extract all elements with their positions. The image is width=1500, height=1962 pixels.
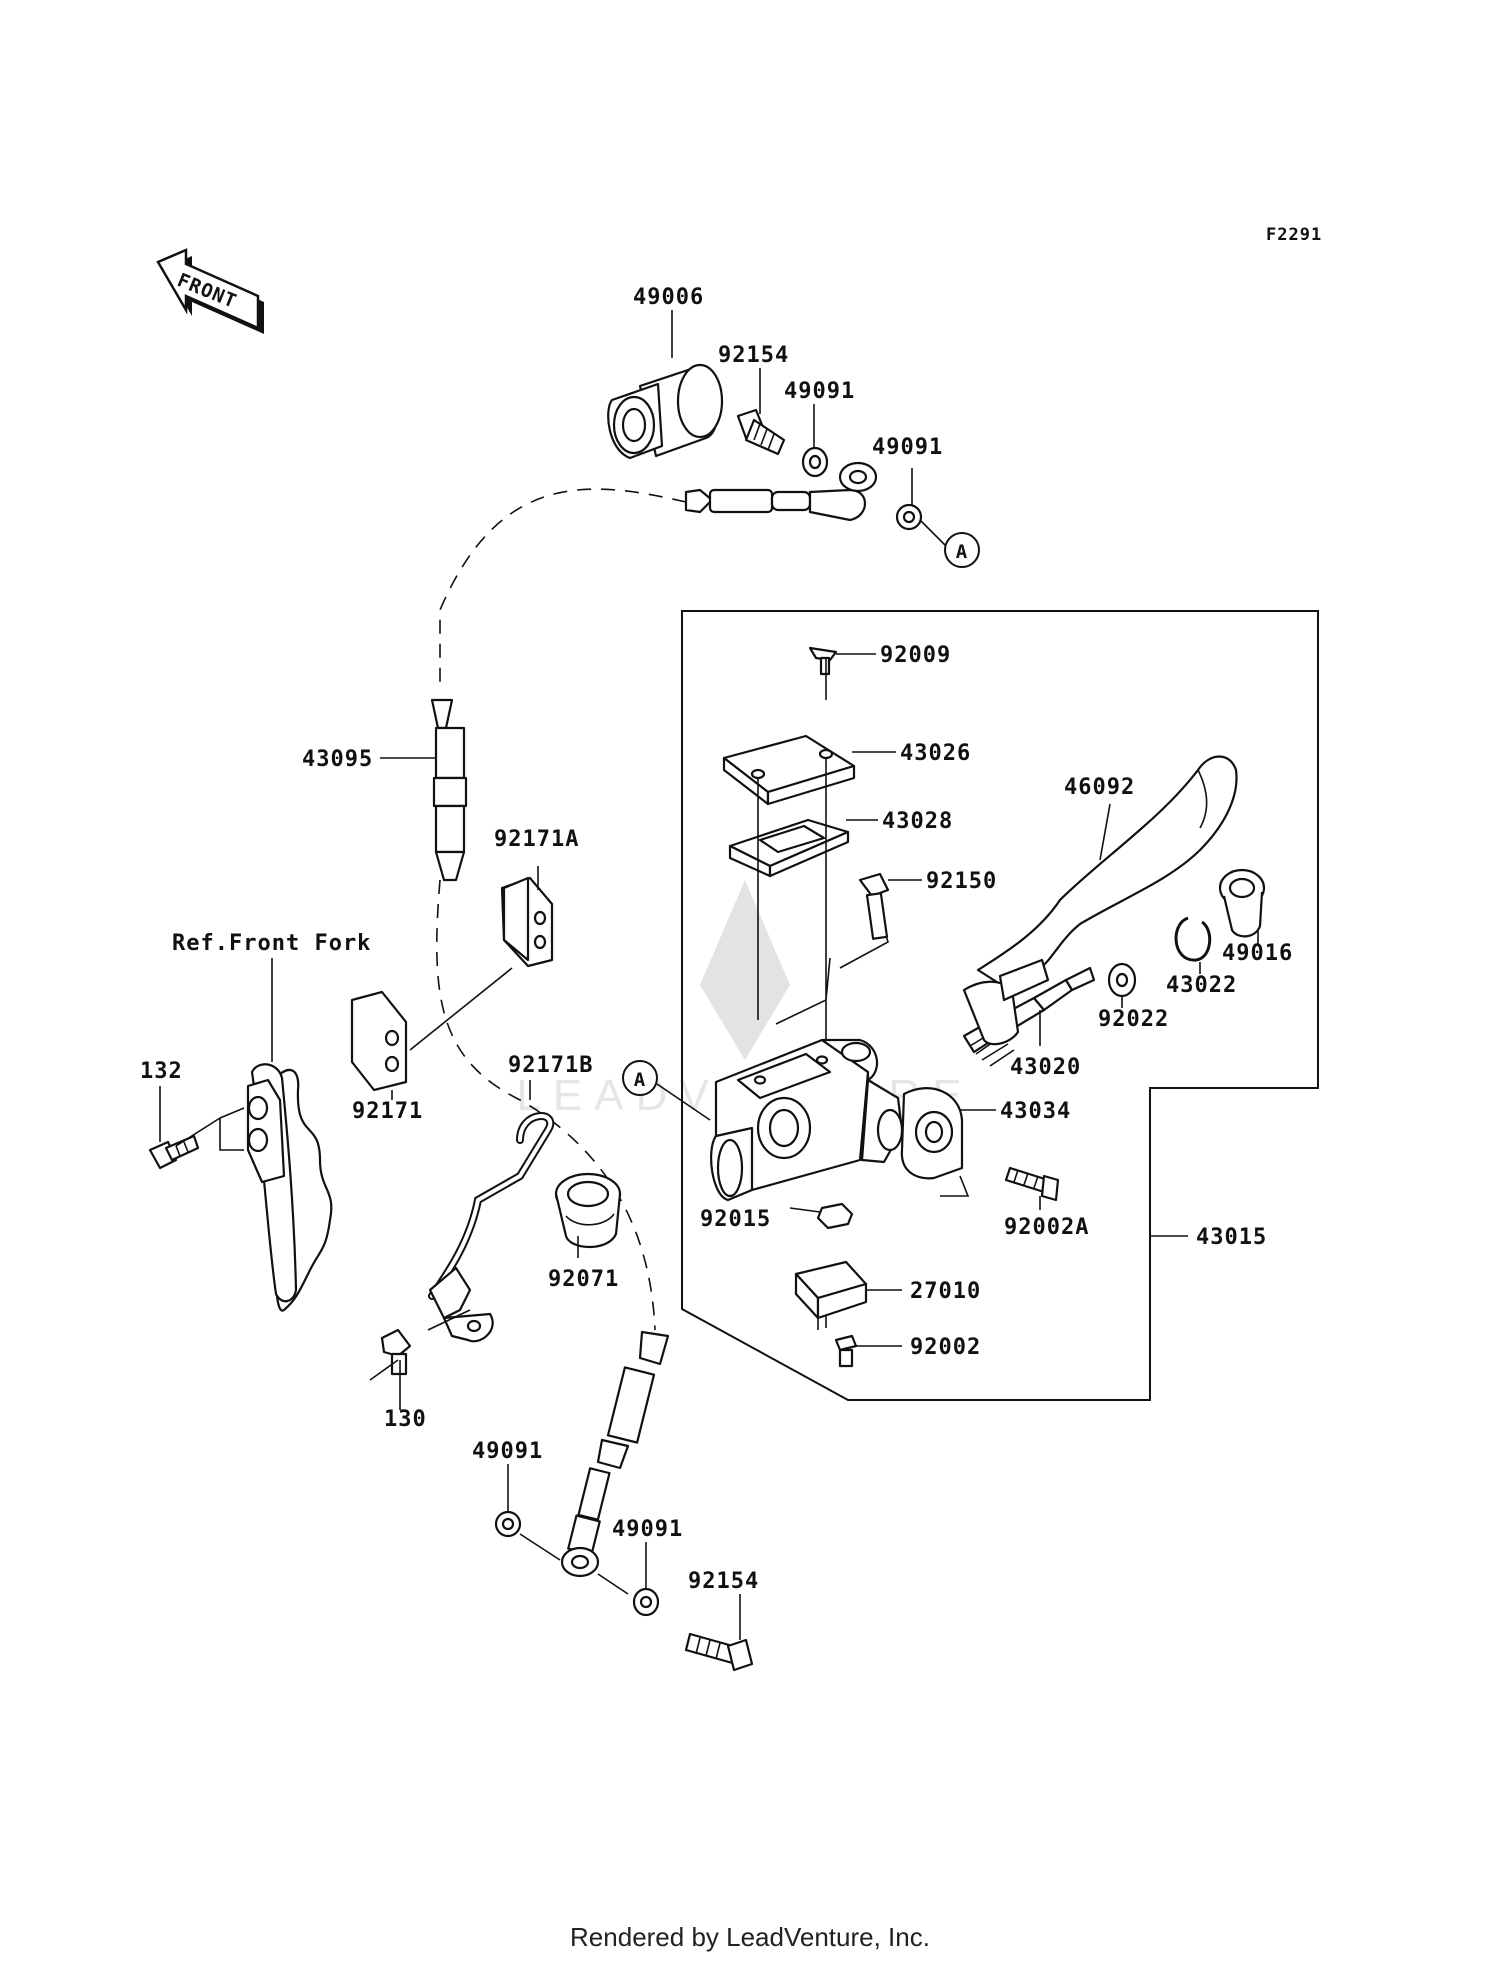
washer-top-2 xyxy=(895,503,923,531)
clamp-92171 xyxy=(350,990,408,1092)
callout-a-top: A xyxy=(919,519,980,568)
label-92154-bot: 92154 xyxy=(688,1569,759,1594)
label-92015: 92015 xyxy=(700,1207,771,1232)
clamp-43034 xyxy=(900,1087,964,1180)
washer-92022 xyxy=(1107,962,1137,998)
hose-dashed-lower xyxy=(436,879,656,1331)
switch-27010 xyxy=(794,1260,868,1330)
label-46092: 46092 xyxy=(1064,775,1135,800)
front-arrow-icon: FRONT xyxy=(156,248,264,334)
label-130: 130 xyxy=(384,1407,427,1432)
hose-dashed-path xyxy=(439,488,687,690)
label-92002A: 92002A xyxy=(1004,1215,1089,1240)
footer-credit: Rendered by LeadVenture, Inc. xyxy=(570,1922,930,1952)
label-43020: 43020 xyxy=(1010,1055,1081,1080)
label-49091-top2: 49091 xyxy=(872,435,943,460)
label-92022: 92022 xyxy=(1098,1007,1169,1032)
boot-cap-49006 xyxy=(607,363,724,460)
clamp-92171A xyxy=(500,876,554,968)
banjo-bolt-top-92154 xyxy=(736,408,786,456)
label-92002: 92002 xyxy=(910,1335,981,1360)
label-132: 132 xyxy=(140,1059,183,1084)
circlip-43022 xyxy=(1174,916,1212,962)
hose-top-fitting xyxy=(684,461,878,522)
label-49091-bot1: 49091 xyxy=(472,1439,543,1464)
callout-a-top-label: A xyxy=(956,541,968,563)
reservoir-cap-43026 xyxy=(722,734,856,806)
label-43015: 43015 xyxy=(1196,1225,1267,1250)
label-49091-bot2: 49091 xyxy=(612,1517,683,1542)
label-49006: 49006 xyxy=(633,285,704,310)
washer-bottom-2 xyxy=(632,1587,660,1617)
label-92171: 92171 xyxy=(352,1099,423,1124)
label-43095: 43095 xyxy=(302,747,373,772)
diagram-code: F2291 xyxy=(1266,225,1322,245)
brake-lever-46092 xyxy=(962,755,1238,1046)
label-43028: 43028 xyxy=(882,809,953,834)
bushing-49016 xyxy=(1218,868,1266,938)
wire-guide-92171B xyxy=(428,1112,555,1343)
label-92150: 92150 xyxy=(926,869,997,894)
label-49091-top1: 49091 xyxy=(784,379,855,404)
washer-top-1 xyxy=(801,446,829,478)
label-49016: 49016 xyxy=(1222,941,1293,966)
front-fork-reference xyxy=(246,1063,333,1312)
assembly-43015-outline xyxy=(681,610,1319,1401)
pivot-bolt-92150 xyxy=(858,872,890,940)
part-labels: 49006 92154 49091 49091 92009 43026 4302… xyxy=(140,285,1293,1594)
master-cylinder-body xyxy=(710,1038,904,1202)
label-92009: 92009 xyxy=(880,643,951,668)
label-27010: 27010 xyxy=(910,1279,981,1304)
washer-bottom-1 xyxy=(494,1510,522,1538)
screw-92009 xyxy=(808,646,838,676)
leader-lines xyxy=(159,310,1259,1640)
label-92071: 92071 xyxy=(548,1267,619,1292)
callout-a-lower-label: A xyxy=(634,1069,646,1091)
screw-92002 xyxy=(834,1334,858,1368)
label-92171B: 92171B xyxy=(508,1053,593,1078)
grommet-92071 xyxy=(554,1172,622,1248)
assembly-guide-lines xyxy=(757,658,889,1040)
bolt-92002A xyxy=(1004,1166,1060,1202)
nut-92015 xyxy=(816,1202,854,1230)
label-92154-top: 92154 xyxy=(718,343,789,368)
label-43034: 43034 xyxy=(1000,1099,1071,1124)
label-ref-front-fork: Ref.Front Fork xyxy=(172,931,371,956)
label-43022: 43022 xyxy=(1166,973,1237,998)
banjo-bolt-bottom-92154 xyxy=(684,1632,754,1672)
bolt-130 xyxy=(380,1328,412,1376)
diaphragm-43028 xyxy=(728,818,850,878)
bolt-132 xyxy=(148,1134,200,1170)
callout-a-lower: A xyxy=(622,1060,711,1121)
hose-bottom-fitting xyxy=(560,1330,670,1578)
label-43026: 43026 xyxy=(900,741,971,766)
label-92171A: 92171A xyxy=(494,827,579,852)
hose-guide-43095 xyxy=(430,698,468,882)
